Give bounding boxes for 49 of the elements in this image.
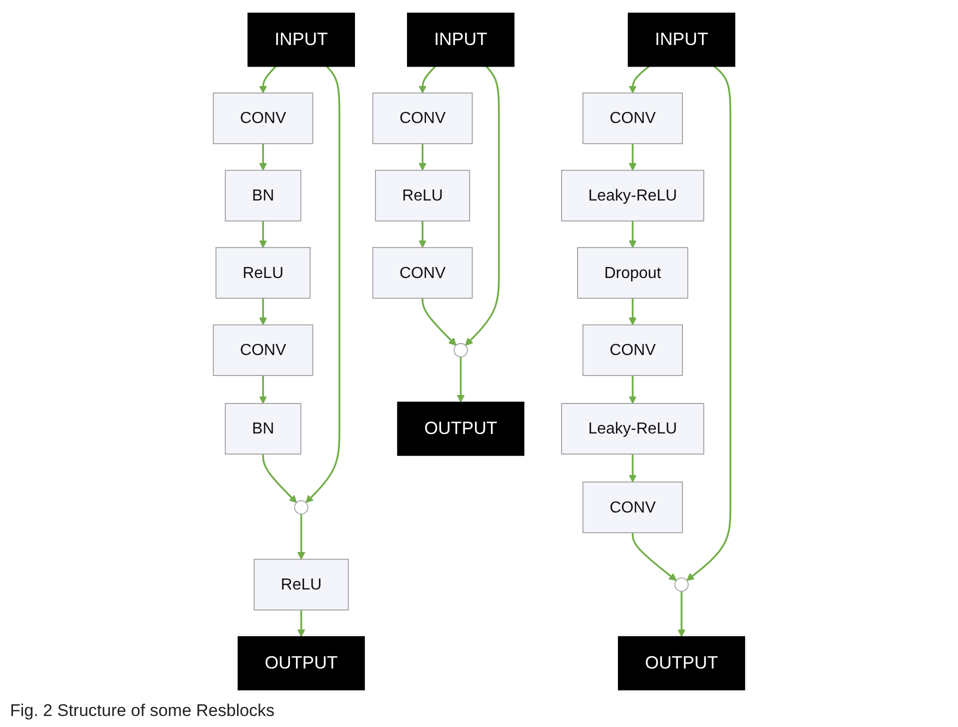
arrow bbox=[259, 220, 267, 248]
node-box: CONV bbox=[582, 482, 683, 534]
arrow bbox=[259, 298, 267, 326]
arrow bbox=[297, 610, 306, 637]
arrow bbox=[628, 66, 650, 94]
node-circle bbox=[674, 578, 689, 592]
node-box: CONV bbox=[372, 247, 473, 299]
node-box: BN bbox=[224, 170, 302, 222]
arrow bbox=[628, 454, 637, 482]
arrow bbox=[456, 356, 465, 402]
figure-caption: Fig. 2 Structure of some Resblocks bbox=[10, 700, 276, 721]
node-box: OUTPUT bbox=[618, 636, 746, 690]
node-circle bbox=[294, 500, 308, 514]
node-box: ReLU bbox=[254, 558, 349, 610]
arrow bbox=[418, 144, 426, 171]
arrow bbox=[297, 514, 306, 560]
arrow bbox=[418, 220, 426, 248]
arrow bbox=[632, 532, 677, 581]
node-box: INPUT bbox=[407, 12, 514, 67]
node-box: CONV bbox=[212, 324, 314, 376]
arrow bbox=[262, 454, 297, 503]
node-box: INPUT bbox=[248, 12, 355, 67]
node-box: INPUT bbox=[628, 12, 736, 67]
node-box: Leaky-ReLU bbox=[561, 170, 704, 222]
arrow bbox=[465, 66, 500, 346]
arrow bbox=[306, 66, 340, 503]
arrow bbox=[628, 375, 637, 404]
arrow bbox=[628, 298, 637, 326]
arrow bbox=[422, 298, 456, 346]
node-box: ReLU bbox=[216, 247, 311, 299]
node-box: CONV bbox=[372, 92, 473, 144]
node-box: OUTPUT bbox=[238, 636, 365, 690]
node-box: ReLU bbox=[375, 170, 470, 222]
node-box: Dropout bbox=[577, 247, 688, 299]
node-circle bbox=[454, 343, 468, 358]
arrow bbox=[259, 66, 276, 94]
arrow bbox=[678, 591, 686, 637]
node-box: BN bbox=[224, 403, 302, 455]
node-box: CONV bbox=[212, 92, 314, 144]
arrow bbox=[686, 66, 732, 581]
arrow bbox=[259, 375, 267, 404]
node-box: OUTPUT bbox=[397, 402, 524, 456]
node-box: CONV bbox=[582, 324, 683, 376]
arrow bbox=[628, 144, 637, 171]
arrow bbox=[418, 66, 436, 94]
node-box: CONV bbox=[582, 92, 683, 144]
arrow bbox=[259, 144, 267, 171]
arrow bbox=[628, 220, 637, 248]
node-box: Leaky-ReLU bbox=[561, 403, 704, 455]
